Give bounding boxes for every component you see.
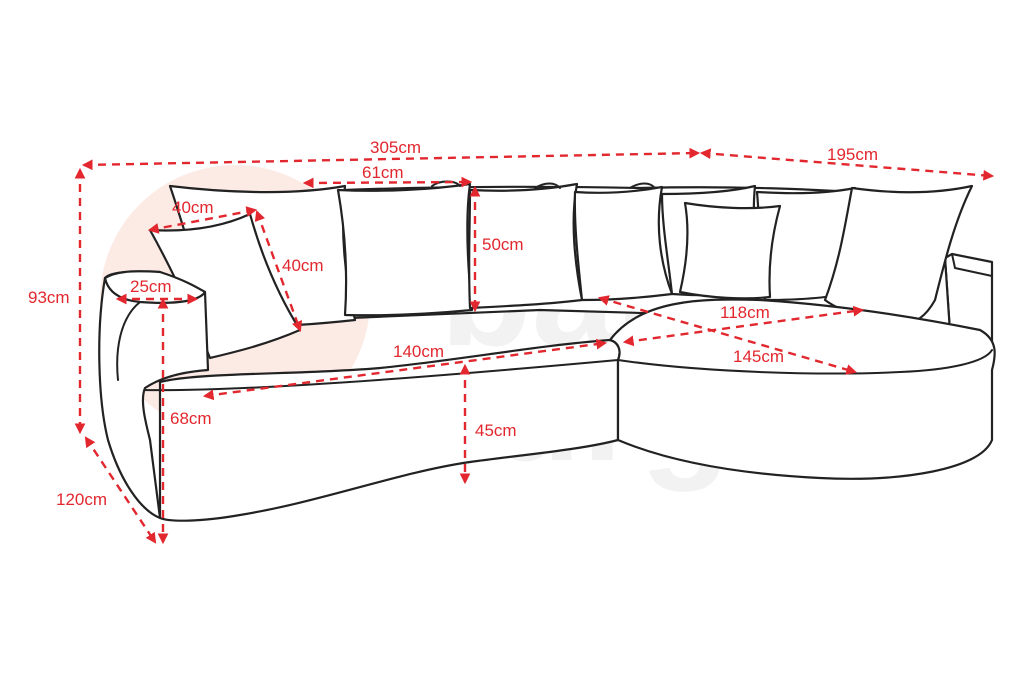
label-pillow-small-width: 40cm <box>172 198 214 217</box>
label-chaise-depth-inner: 118cm <box>720 303 770 322</box>
sofa-chaise-seat <box>608 298 996 480</box>
dim-line-chaise-depth-outer <box>597 295 858 375</box>
scatter-pillow-right <box>678 201 782 300</box>
dim-line-chaise-width <box>699 148 995 181</box>
label-overall-height: 93cm <box>28 288 70 307</box>
label-arm-height: 68cm <box>170 409 212 428</box>
label-armrest-width: 25cm <box>130 277 172 296</box>
back-pillow-4 <box>573 185 674 302</box>
dim-line-pillow-back-width <box>302 176 473 189</box>
dim-line-overall-width <box>81 147 701 171</box>
label-seat-width: 140cm <box>393 342 444 361</box>
dim-line-seat-width <box>202 338 608 401</box>
back-pillow-7 <box>823 184 974 327</box>
dimension-lines <box>74 147 995 545</box>
label-chaise-depth-outer: 145cm <box>733 347 784 366</box>
label-overall-width: 305cm <box>370 138 421 157</box>
back-pillow-2 <box>336 182 474 317</box>
label-pillow-back-width: 61cm <box>362 163 404 182</box>
label-chaise-width: 195cm <box>827 145 878 164</box>
label-pillow-back-height: 50cm <box>482 235 524 254</box>
label-overall-depth: 120cm <box>56 490 107 509</box>
label-pillow-small-height: 40cm <box>282 256 324 275</box>
dim-line-pillow-small-height <box>254 209 303 333</box>
dim-line-overall-depth <box>84 436 157 544</box>
label-seat-height: 45cm <box>475 421 517 440</box>
dimension-labels: 305cm 195cm 61cm 40cm 40cm 50cm 25cm 93c… <box>28 138 878 509</box>
dim-line-pillow-small-width <box>147 206 258 234</box>
